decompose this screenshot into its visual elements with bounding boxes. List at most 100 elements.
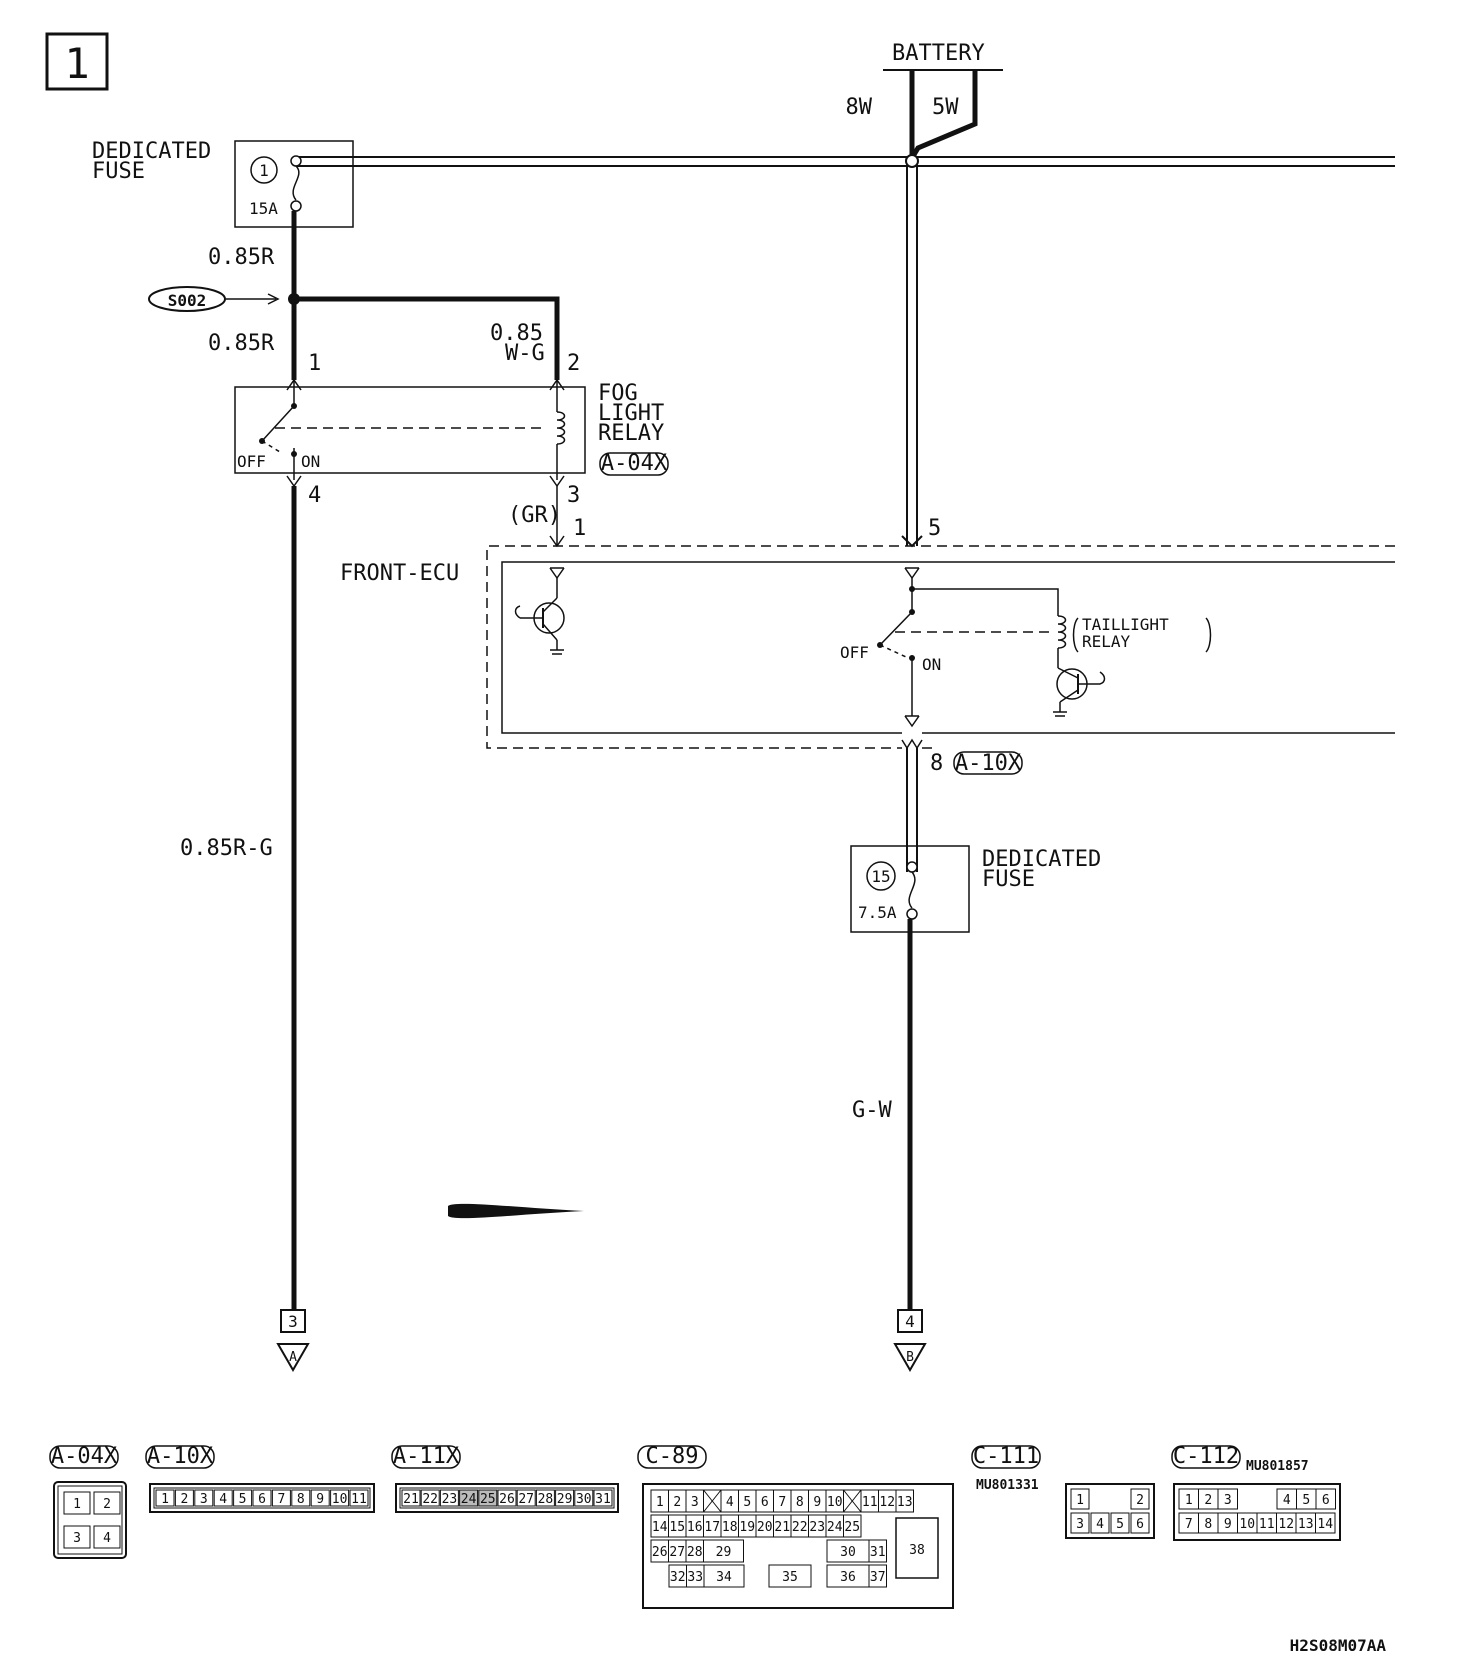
a11x-pin-29: 29	[557, 1492, 573, 1507]
c89-pin-8: 8	[796, 1495, 804, 1510]
a11x-pin-22: 22	[422, 1492, 438, 1507]
ecu-pin1: 1	[573, 516, 586, 541]
c111-pin-4: 4	[1096, 1517, 1104, 1532]
c89-pin-9: 9	[813, 1495, 821, 1510]
ecu-pin8-wire: 8 A-10X	[901, 738, 1023, 872]
wire-gw: G-W	[852, 1098, 892, 1123]
wire-fuse-out: 0.85R	[208, 245, 275, 270]
a11x-pin-31: 31	[595, 1492, 611, 1507]
fog-relay-label-line3: RELAY	[598, 421, 664, 446]
c111-pin-4-cell	[1090, 1512, 1110, 1534]
c89-pin-21: 21	[774, 1520, 790, 1535]
a04x-pin-1: 1	[73, 1497, 81, 1512]
dedicated-fuse-1: DEDICATED FUSE 1 15A	[92, 139, 354, 228]
a10x-pin-6: 6	[258, 1492, 266, 1507]
a11x-pin-28: 28	[538, 1492, 554, 1507]
a10x-pin-11: 11	[351, 1492, 367, 1507]
a11x-pin-25-cell	[478, 1489, 498, 1507]
c89-pin-17: 17	[704, 1520, 720, 1535]
c89-pin-18: 18	[722, 1520, 738, 1535]
a10x-pin-10: 10	[332, 1492, 348, 1507]
c89-pin-37: 37	[870, 1570, 886, 1585]
c111-pin-5: 5	[1116, 1517, 1124, 1532]
c89-pin-2: 2	[673, 1495, 681, 1510]
c89-pin-35: 35	[782, 1570, 798, 1585]
a11x-pin-21-cell	[401, 1489, 421, 1507]
conn-c112-part: MU801857	[1246, 1459, 1309, 1474]
a11x-pin-27-cell	[516, 1489, 536, 1507]
conn-a10x-label: A-10X	[147, 1444, 214, 1469]
c112-pin-11: 11	[1259, 1517, 1275, 1532]
a11x-pin-30: 30	[576, 1492, 592, 1507]
a10x-pin-11-cell	[349, 1489, 369, 1507]
a04x-pin-3-cell	[63, 1525, 91, 1549]
taillight-relay-line2: RELAY	[1082, 632, 1131, 651]
fog-relay-pin1: 1	[308, 351, 321, 376]
a11x-pin-23: 23	[442, 1492, 458, 1507]
fog-relay-label-line2: LIGHT	[598, 401, 664, 426]
taillight-relay-off: OFF	[840, 643, 869, 662]
terminal-a: 3 A	[276, 1309, 310, 1373]
fuse-1-number: 1	[259, 161, 269, 180]
fog-relay-pin4: 4	[308, 483, 321, 508]
c89-pin-10: 10	[827, 1495, 843, 1510]
c89-pin-11: 11	[862, 1495, 878, 1510]
a04x-pin-4-cell	[93, 1525, 121, 1549]
battery-wire-5w: 5W	[932, 95, 959, 120]
a10x-pin-8: 8	[297, 1492, 305, 1507]
c112-pin-4: 4	[1283, 1493, 1291, 1508]
terminal-b-number: 4	[905, 1312, 915, 1331]
fuse-15-label-line2: FUSE	[982, 867, 1035, 892]
a11x-pin-26: 26	[499, 1492, 515, 1507]
c112-pin-9: 9	[1224, 1517, 1232, 1532]
c111-pin-3: 3	[1076, 1517, 1084, 1532]
a04x-pin-1-cell	[63, 1491, 91, 1515]
battery-wire-8w: 8W	[846, 95, 873, 120]
a11x-pin-24: 24	[461, 1492, 477, 1507]
a04x-pin-2: 2	[103, 1497, 111, 1512]
c89-pin-6: 6	[761, 1495, 769, 1510]
c89-pin-7: 7	[778, 1495, 786, 1510]
c112-pin-6-cell	[1315, 1488, 1336, 1510]
c89-pin-14: 14	[652, 1520, 668, 1535]
a11x-pin-22-cell	[420, 1489, 440, 1507]
a10x-pin-9-cell	[310, 1489, 330, 1507]
c112-pin-5: 5	[1302, 1493, 1310, 1508]
fuse-1-rating: 15A	[249, 199, 278, 218]
c89-pin-5: 5	[743, 1495, 751, 1510]
splice-s002: S002	[148, 286, 300, 312]
c89-pin-23: 23	[809, 1520, 825, 1535]
c89-pin-3: 3	[691, 1495, 699, 1510]
a10x-pin-2-cell	[174, 1489, 194, 1507]
c89-pin-13-cell	[895, 1489, 914, 1513]
front-ecu: FRONT-ECU OFF ON	[340, 545, 1395, 749]
c112-pin-10: 10	[1239, 1517, 1255, 1532]
c111-pin-1-cell	[1070, 1488, 1090, 1510]
c89-pin-22: 22	[792, 1520, 808, 1535]
c89-pin-19: 19	[739, 1520, 755, 1535]
wire-relay-out: 0.85R-G	[180, 836, 273, 861]
c112-pin-14-cell	[1315, 1512, 1336, 1534]
a10x-pin-5: 5	[239, 1492, 247, 1507]
doc-code: H2S08M07AA	[1290, 1636, 1387, 1655]
ecu-pin8: 8	[930, 751, 943, 776]
splice-label: S002	[168, 291, 207, 310]
ecu-pin5: 5	[928, 516, 941, 541]
c89-pin-31-cell	[868, 1539, 887, 1563]
c112-pin-14: 14	[1317, 1517, 1333, 1532]
wire-gr: (GR)	[508, 503, 561, 528]
c112-pin-12: 12	[1278, 1517, 1294, 1532]
fuse-15-rating: 7.5A	[858, 903, 897, 922]
a10x-pin-4-cell	[213, 1489, 233, 1507]
dedicated-fuse-15: 15 7.5A DEDICATED FUSE	[850, 845, 1101, 933]
fog-relay-on: ON	[301, 452, 320, 471]
c112-pin-8: 8	[1204, 1517, 1212, 1532]
c89-pin-24: 24	[827, 1520, 843, 1535]
a10x-pin-7-cell	[271, 1489, 291, 1507]
c89-pin-4: 4	[726, 1495, 734, 1510]
terminal-a-number: 3	[288, 1312, 298, 1331]
c112-pin-6: 6	[1322, 1493, 1330, 1508]
c89-pin-25-cell	[843, 1514, 862, 1538]
